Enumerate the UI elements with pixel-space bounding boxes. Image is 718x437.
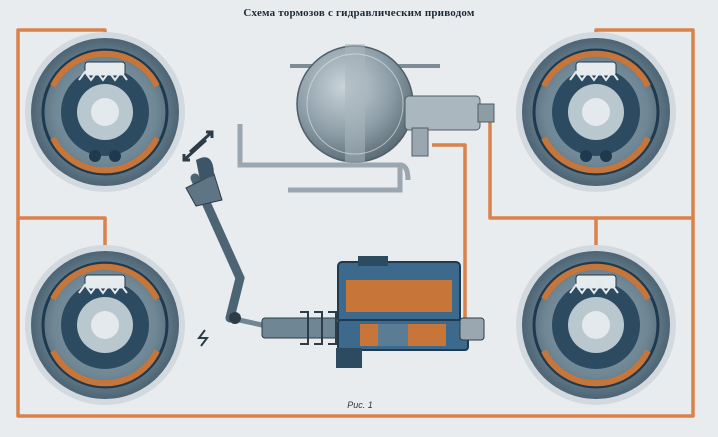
pipe-right-branch <box>488 120 596 220</box>
figure-caption: Рис. 1 <box>347 400 373 410</box>
front-left-brake-drum <box>25 32 185 192</box>
rear-left-brake-drum <box>25 245 185 405</box>
pipe-rear-left <box>16 216 695 418</box>
pipe-master-up <box>432 143 467 318</box>
vacuum-booster <box>237 44 495 193</box>
master-cylinder <box>261 256 485 368</box>
front-right-brake-drum <box>516 32 676 192</box>
direction-arrows <box>182 130 214 162</box>
rear-right-brake-drum <box>516 245 676 405</box>
diagram-title: Схема тормозов с гидравлическим приводом <box>243 7 475 19</box>
brake-pedal <box>185 157 263 347</box>
